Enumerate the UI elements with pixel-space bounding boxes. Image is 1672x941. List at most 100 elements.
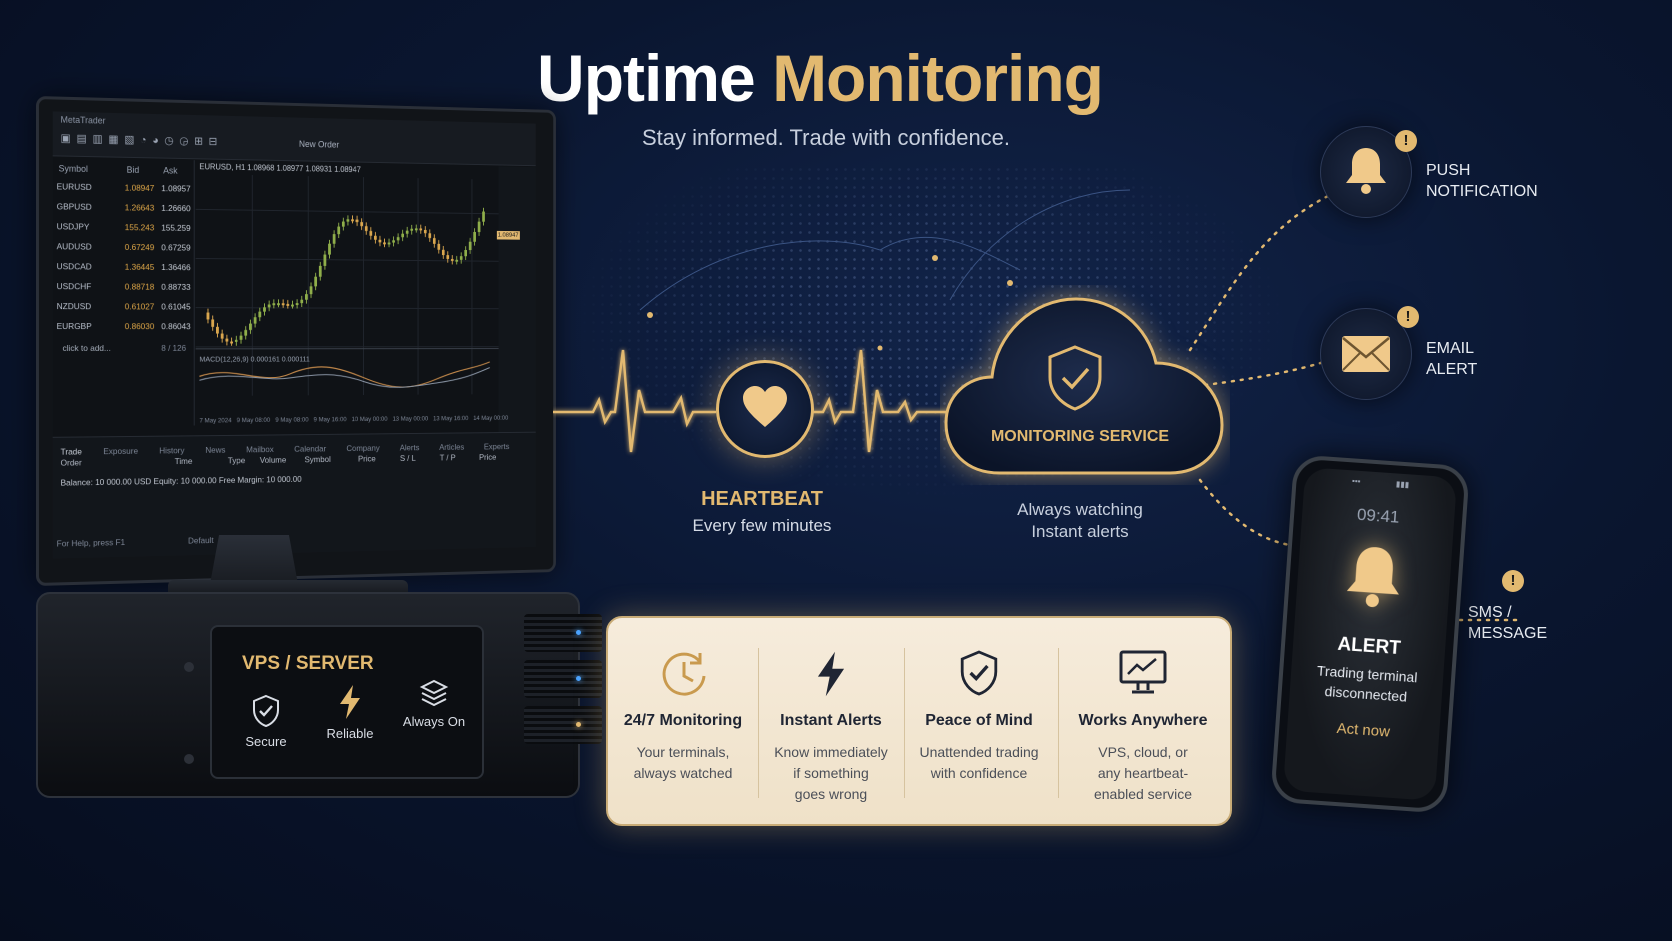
phone-screen: ▪▪▪ ▮▮▮ 09:41 ALERT Trading terminal dis… <box>1282 467 1458 801</box>
candle-body <box>450 258 454 261</box>
alert-badge: ! <box>1395 130 1417 152</box>
candle-body <box>437 243 441 250</box>
candle-body <box>309 286 313 295</box>
watch-header-ask: Ask <box>163 165 178 176</box>
server-label: VPS / SERVER <box>242 653 374 674</box>
server-vent <box>524 706 602 744</box>
candle-body <box>369 231 373 236</box>
candle-body <box>332 234 336 244</box>
candle-body <box>459 256 463 260</box>
feature-divider <box>904 648 905 798</box>
candle-body <box>286 303 290 306</box>
envelope-icon <box>1342 336 1390 372</box>
candle-body <box>249 323 252 330</box>
candle-body <box>428 233 432 239</box>
trading-monitor: MetaTrader ▣▤▥▦▧◔◕◷◶⊞⊟ New Order Symbol … <box>36 96 556 586</box>
tab-history: History <box>159 445 185 456</box>
tab-exposure: Exposure <box>103 445 139 457</box>
candle-body <box>477 221 481 233</box>
candle-body <box>244 329 248 336</box>
lightning-icon <box>817 651 845 697</box>
heartbeat-ring <box>716 360 814 458</box>
status-led <box>576 676 581 681</box>
candle-body <box>318 265 322 277</box>
candle-body <box>482 211 485 222</box>
tab-trade: Trade <box>60 446 82 457</box>
server-vent <box>524 614 602 652</box>
tab-articles: Articles <box>439 441 465 452</box>
trading-terminal-screen: MetaTrader ▣▤▥▦▧◔◕◷◶⊞⊟ New Order Symbol … <box>52 111 536 559</box>
candle-body <box>253 317 257 324</box>
phone-clock: 09:41 <box>1356 504 1401 527</box>
alert-badge: ! <box>1397 306 1419 328</box>
candle-body <box>220 333 224 339</box>
watch-header-symbol: Symbol <box>58 163 88 174</box>
heart-icon <box>743 386 787 427</box>
tab-experts: Experts <box>483 441 510 452</box>
phone-status-bar: ▪▪▪ ▮▮▮ <box>1351 476 1410 490</box>
candle-body <box>414 228 418 231</box>
email-icon-circle <box>1320 308 1412 400</box>
server-feature-reliable: Reliable <box>320 684 380 741</box>
candle-body <box>337 226 341 235</box>
phone-bell-icon-wrap <box>1341 540 1406 619</box>
candle-body <box>323 254 327 266</box>
candle-body <box>410 228 414 231</box>
candle-body <box>364 226 368 231</box>
shield-check-icon <box>253 694 279 728</box>
feature-divider <box>758 648 759 798</box>
candle-body <box>314 276 318 287</box>
terminal-window-title: MetaTrader <box>60 114 106 126</box>
price-chart[interactable]: EURUSD, H1 1.08968 1.08977 1.08931 1.089… <box>196 160 536 523</box>
candle-body <box>383 242 386 245</box>
bell-icon <box>1346 547 1399 608</box>
tab-mailbox: Mailbox <box>246 444 274 455</box>
candle-body <box>216 326 219 334</box>
title-word-monitoring: Monitoring <box>772 41 1104 115</box>
candle-body <box>305 294 308 300</box>
shield-check-icon <box>1048 345 1102 411</box>
candle-body <box>374 235 377 240</box>
server-screw <box>184 754 194 764</box>
candle-body <box>455 259 459 262</box>
layers-icon <box>419 679 449 707</box>
candle-body <box>211 319 215 327</box>
candle-body <box>351 219 354 222</box>
candle-body <box>230 341 234 344</box>
candle-body <box>473 231 476 242</box>
heartbeat-title: HEARTBEAT <box>701 488 823 510</box>
status-led <box>576 722 581 727</box>
feature-divider <box>1058 648 1059 798</box>
watch-add-row[interactable]: click to add... <box>62 342 111 353</box>
server-feature-secure: Secure <box>236 694 296 749</box>
monitor-chart-icon <box>1119 650 1167 694</box>
alert-badge: ! <box>1502 570 1524 592</box>
shield-check-icon <box>960 650 998 696</box>
new-order-button[interactable]: New Order <box>298 139 340 150</box>
candle-body <box>446 255 450 259</box>
candle-body <box>258 311 262 318</box>
candle-body <box>355 219 359 223</box>
candle-body <box>441 249 445 256</box>
candle-body <box>239 335 243 340</box>
candle-body <box>281 303 285 306</box>
candle-body <box>396 237 400 241</box>
phone-alert-title: ALERT <box>1336 633 1402 660</box>
toolbar-icons[interactable]: ▣▤▥▦▧◔◕◷◶⊞⊟ <box>60 132 224 149</box>
candle-body <box>405 230 409 234</box>
candle-body <box>360 222 364 227</box>
act-now-button[interactable]: Act now <box>1336 719 1391 741</box>
price-tag: 1.08947 <box>497 231 519 239</box>
